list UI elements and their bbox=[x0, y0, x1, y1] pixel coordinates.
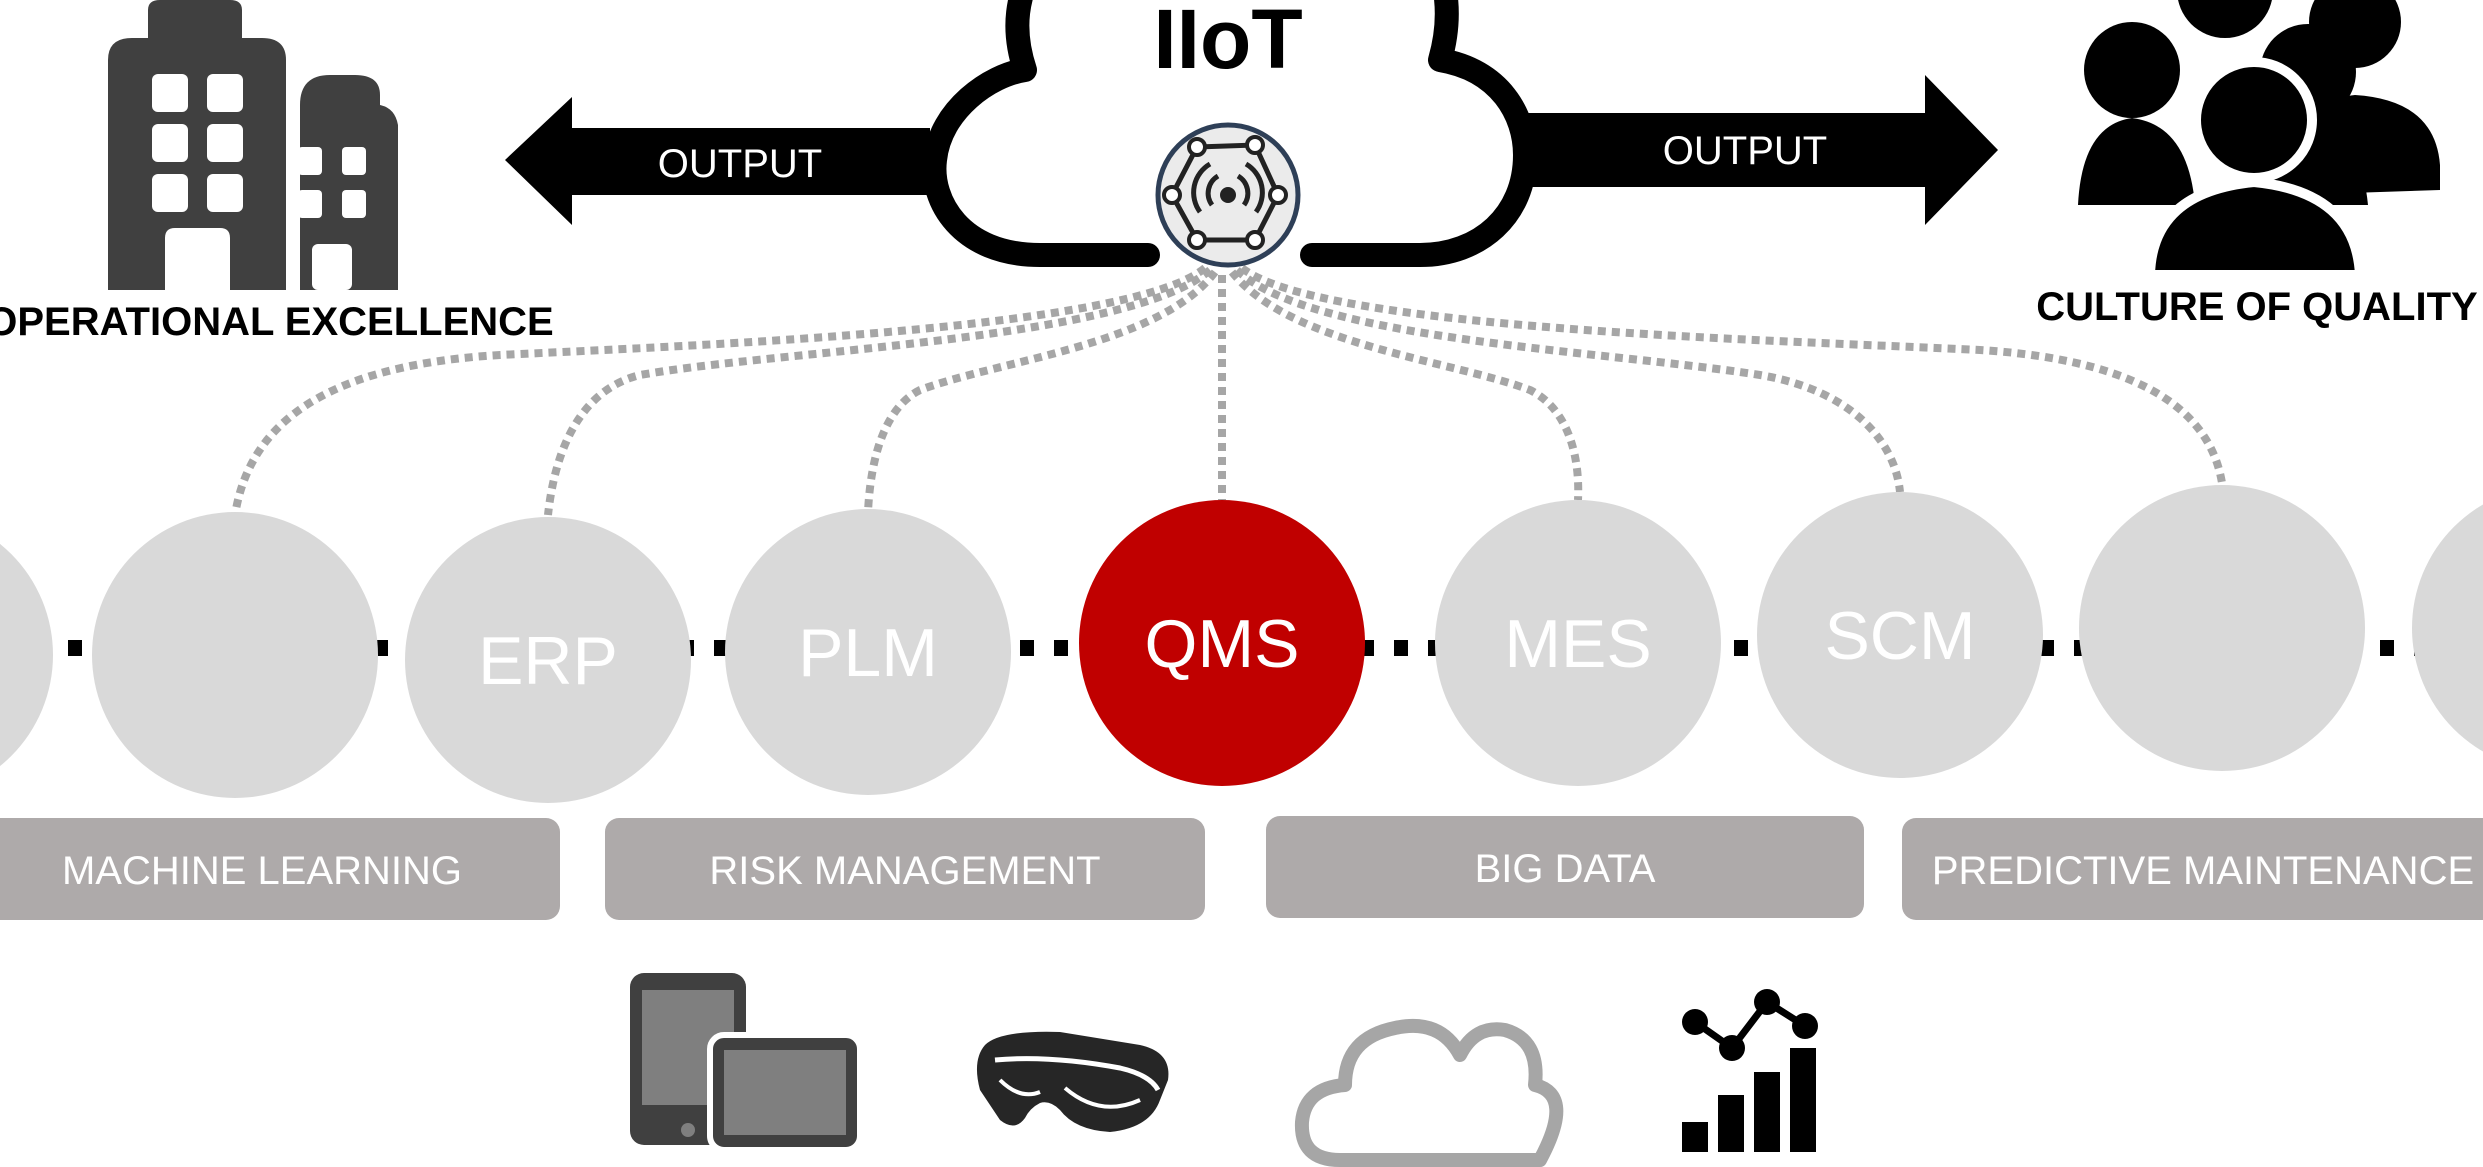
system-node-circle bbox=[725, 509, 1011, 795]
system-node-qms: QMS bbox=[1079, 500, 1365, 786]
capability-bar-4: PREDICTIVE MAINTENANCE bbox=[1902, 818, 2483, 920]
connector-lines bbox=[231, 264, 2226, 516]
system-node bbox=[92, 512, 378, 798]
building-icon bbox=[108, 0, 404, 290]
capability-label: BIG DATA bbox=[1475, 847, 1656, 891]
system-node bbox=[2079, 485, 2365, 771]
system-node bbox=[0, 543, 53, 767]
capability-label: MACHINE LEARNING bbox=[62, 849, 462, 893]
system-node-circle bbox=[1435, 500, 1721, 786]
system-node-circle bbox=[2079, 485, 2365, 771]
system-nodes: ERP PLM QMS MES SCM bbox=[0, 485, 2483, 803]
people-group-icon bbox=[2078, 0, 2440, 280]
system-node-label: MES bbox=[1504, 606, 1651, 682]
connector-line bbox=[1228, 269, 1583, 501]
connector-line bbox=[1234, 267, 1904, 493]
capability-bar-2: RISK MANAGEMENT bbox=[605, 818, 1205, 920]
system-node-scm: SCM bbox=[1757, 492, 2043, 778]
capability-label: RISK MANAGEMENT bbox=[709, 849, 1100, 893]
connector-line bbox=[544, 266, 1213, 516]
system-node-label: PLM bbox=[798, 615, 938, 691]
system-node-label: QMS bbox=[1145, 606, 1300, 682]
output-arrow-right: OUTPUT bbox=[1515, 75, 1998, 225]
system-node-circle bbox=[1079, 500, 1365, 786]
system-node-circle bbox=[2412, 504, 2483, 752]
system-node-label: SCM bbox=[1824, 598, 1975, 674]
system-node-circle bbox=[1757, 492, 2043, 778]
cloud-icon bbox=[1294, 1018, 1564, 1167]
goal-label-left: OPERATIONAL EXCELLENCE bbox=[0, 300, 554, 344]
system-node-plm: PLM bbox=[725, 509, 1011, 795]
tablet-phone-icon bbox=[630, 973, 863, 1153]
vr-headset-icon bbox=[976, 1031, 1169, 1132]
capability-bar-3: BIG DATA bbox=[1266, 816, 1864, 918]
goal-label-right: CULTURE OF QUALITY bbox=[2036, 285, 2478, 329]
system-node-circle bbox=[405, 517, 691, 803]
output-arrow-left: OUTPUT bbox=[505, 97, 930, 225]
system-node-circle bbox=[92, 512, 378, 798]
output-label-right: OUTPUT bbox=[1663, 129, 1827, 173]
capability-label: PREDICTIVE MAINTENANCE bbox=[1932, 849, 2474, 893]
connector-line bbox=[1239, 264, 2226, 484]
system-node bbox=[2412, 504, 2483, 752]
system-node-erp: ERP bbox=[405, 517, 691, 803]
capability-bar-1: MACHINE LEARNING bbox=[0, 818, 560, 920]
iot-hub-icon bbox=[1155, 122, 1301, 268]
output-label-left: OUTPUT bbox=[658, 142, 822, 186]
analytics-chart-icon bbox=[1682, 989, 1818, 1152]
iiot-title: IIoT bbox=[1153, 0, 1302, 86]
system-node-label: ERP bbox=[478, 623, 618, 699]
system-node-circle bbox=[0, 543, 53, 767]
connector-line bbox=[864, 269, 1219, 513]
system-node-mes: MES bbox=[1435, 500, 1721, 786]
